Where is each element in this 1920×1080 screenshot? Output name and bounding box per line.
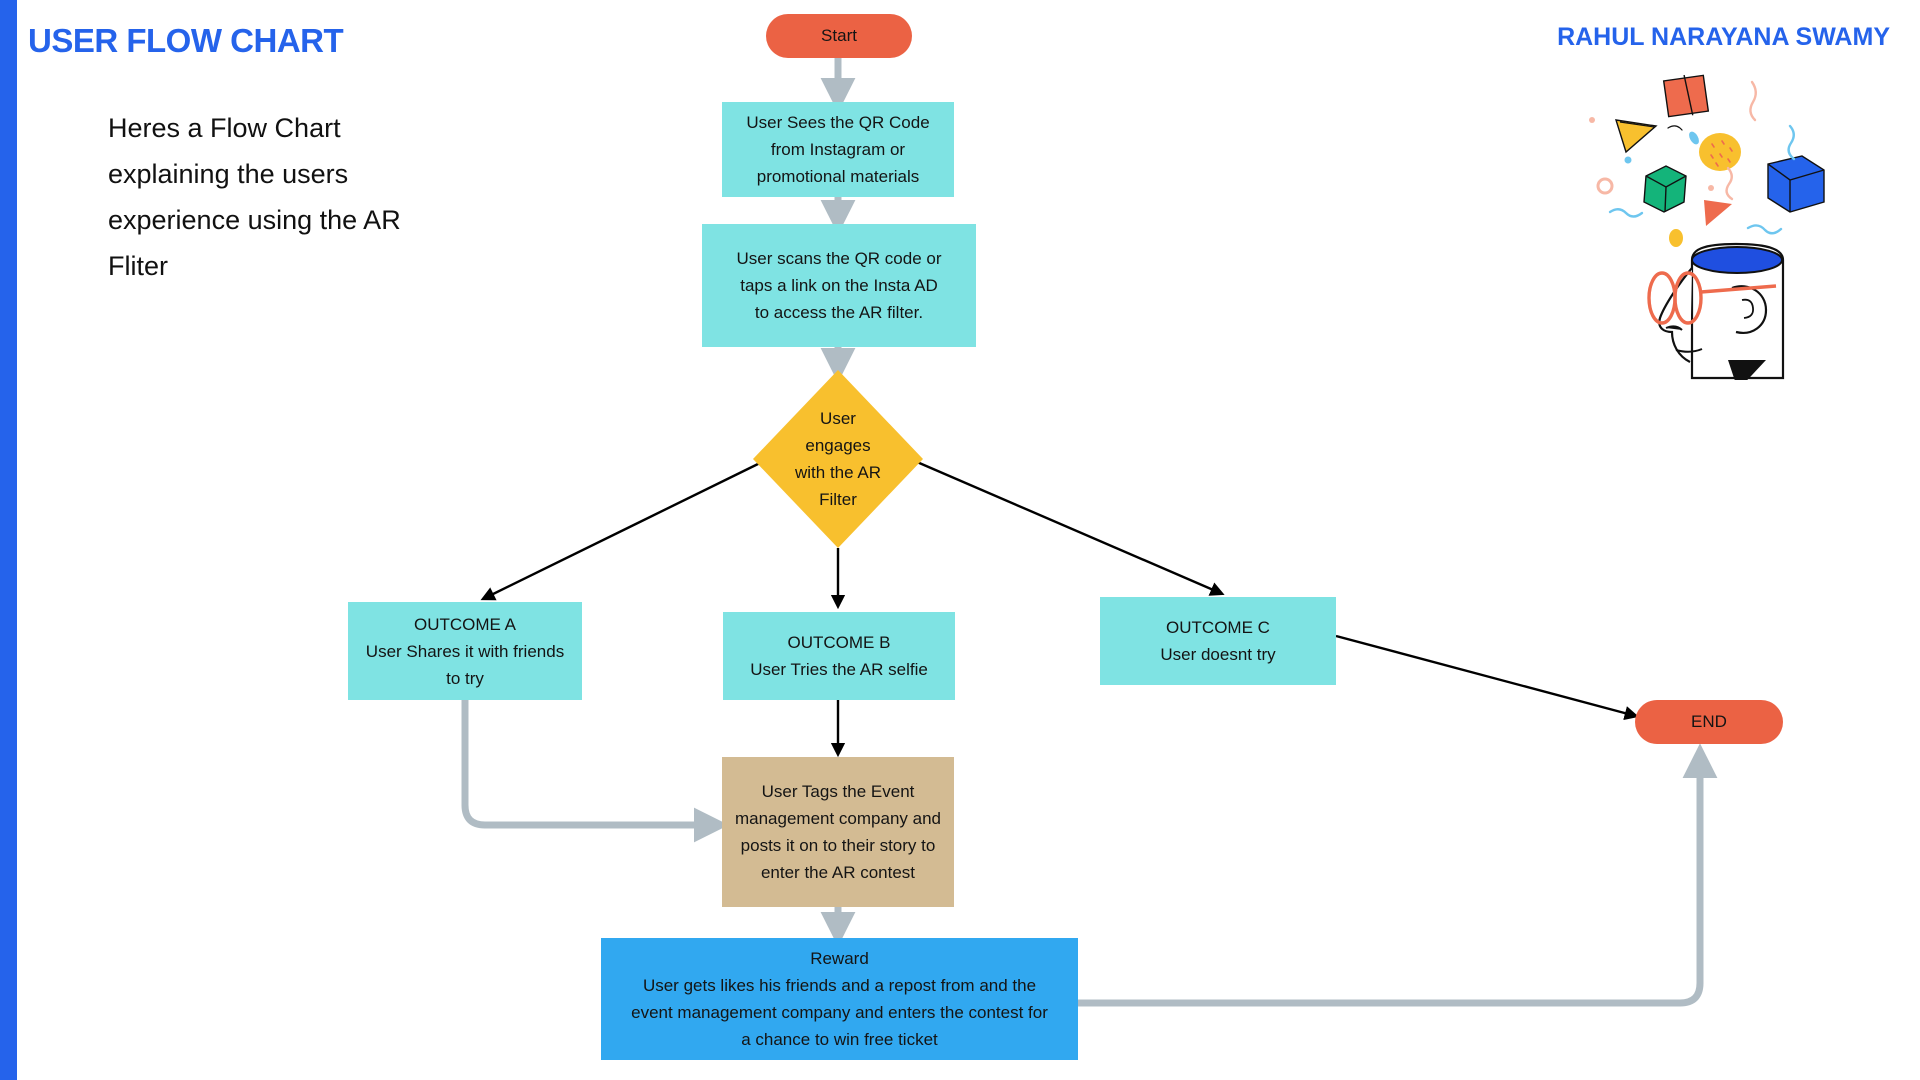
author-name: RAHUL NARAYANA SWAMY bbox=[1557, 23, 1890, 51]
green-cube-icon bbox=[1643, 165, 1687, 213]
blue-oval-icon bbox=[1689, 131, 1699, 145]
node-outcome-c-label: OUTCOME C User doesnt try bbox=[1160, 618, 1276, 664]
white-dot-icon bbox=[1589, 117, 1595, 123]
glasses-icon bbox=[1647, 271, 1777, 325]
node-decision-engages[interactable]: User engages with the AR Filter bbox=[753, 370, 923, 548]
brain-fill bbox=[1691, 246, 1783, 274]
left-accent-bar bbox=[0, 0, 17, 1080]
edge-decision-to-outcome-c bbox=[916, 460, 1225, 596]
yellow-circle-icon bbox=[1699, 133, 1741, 171]
floating-shapes-group bbox=[1589, 74, 1825, 247]
squiggles-group bbox=[1608, 80, 1796, 235]
node-outcome-b[interactable]: OUTCOME B User Tries the AR selfie bbox=[723, 612, 955, 700]
node-scan-qr-code[interactable]: User scans the QR code or taps a link on… bbox=[702, 224, 976, 347]
blue-dot-icon bbox=[1624, 156, 1632, 164]
node-outcome-b-label: OUTCOME B User Tries the AR selfie bbox=[750, 633, 928, 679]
edge-decision-to-outcome-a bbox=[480, 461, 761, 601]
node-tag-event-company[interactable]: User Tags the Event management company a… bbox=[722, 757, 954, 907]
pink-dot-icon bbox=[1708, 185, 1714, 191]
pink-ring-icon bbox=[1596, 177, 1614, 195]
orange-triangle-icon bbox=[1704, 200, 1732, 226]
node-start-label: Start bbox=[821, 26, 857, 45]
node-tag-event-company-label: User Tags the Event management company a… bbox=[734, 782, 942, 882]
edge-reward-to-end bbox=[1078, 743, 1718, 1007]
page-title: USER FLOW CHART bbox=[28, 22, 344, 59]
node-end-label: END bbox=[1691, 712, 1727, 731]
node-outcome-a-label: OUTCOME A User Shares it with friends to… bbox=[365, 614, 565, 688]
node-scan-qr-code-label: User scans the QR code or taps a link on… bbox=[736, 249, 942, 322]
edge-outcome-c-to-end bbox=[1335, 634, 1639, 721]
head-shape bbox=[1647, 242, 1785, 380]
node-reward-label: Reward User gets likes his friends and a… bbox=[631, 949, 1048, 1049]
node-end[interactable]: END bbox=[1635, 700, 1783, 744]
node-see-qr-code[interactable]: User Sees the QR Code from Instagram or … bbox=[722, 102, 954, 197]
edge-outcome-a-to-tag-event bbox=[461, 700, 729, 843]
yellow-dot-icon bbox=[1669, 229, 1683, 247]
node-outcome-a[interactable]: OUTCOME A User Shares it with friends to… bbox=[348, 602, 582, 700]
node-outcome-c[interactable]: OUTCOME C User doesnt try bbox=[1100, 597, 1336, 685]
blue-cube-icon bbox=[1767, 155, 1825, 213]
red-square-icon bbox=[1662, 74, 1710, 118]
intro-paragraph: Heres a Flow Chart explaining the users … bbox=[108, 113, 401, 281]
node-decision-engages-label: User engages with the AR Filter bbox=[795, 409, 881, 509]
node-start[interactable]: Start bbox=[766, 14, 912, 58]
head-with-ideas-illustration bbox=[1589, 74, 1825, 380]
node-see-qr-code-label: User Sees the QR Code from Instagram or … bbox=[746, 113, 930, 186]
node-reward[interactable]: Reward User gets likes his friends and a… bbox=[601, 938, 1078, 1060]
yellow-triangle-icon bbox=[1614, 119, 1658, 154]
